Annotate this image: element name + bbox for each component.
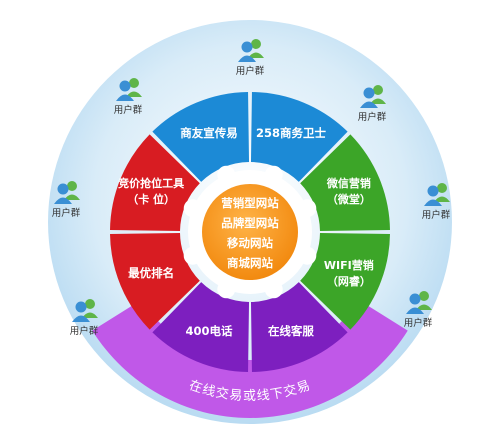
- user-group-label: 用户群: [404, 317, 433, 329]
- center-line-3: 移动网站: [227, 236, 273, 250]
- user-group-icon: [116, 78, 142, 101]
- segment-bottom-right: [250, 282, 348, 372]
- segment-label-right-lower-2: （网睿）: [327, 274, 371, 288]
- bottom-arc-band: [92, 299, 408, 418]
- user-group-mid-right: 用户群: [422, 183, 451, 221]
- segment-label-bottom-right: 在线客服: [268, 324, 314, 338]
- user-group-icon: [360, 85, 386, 108]
- user-group-icon: [54, 181, 80, 204]
- user-group-label: 用户群: [70, 325, 99, 337]
- segment-label-top-right: 258商务卫士: [256, 126, 327, 140]
- user-group-upper-right: 用户群: [358, 85, 387, 123]
- segment-bottom-left: [152, 282, 250, 372]
- user-group-label: 用户群: [358, 111, 387, 123]
- center-line-4: 商城网站: [227, 256, 273, 270]
- user-group-lower-left: 用户群: [70, 299, 99, 337]
- center-line-2: 品牌型网站: [221, 216, 279, 230]
- user-group-top: 用户群: [236, 39, 265, 77]
- center-ring-notch: [217, 165, 236, 184]
- user-group-label: 用户群: [114, 104, 143, 116]
- user-group-icon: [406, 291, 432, 314]
- user-group-mid-left: 用户群: [52, 181, 81, 219]
- center-circle: [202, 184, 298, 280]
- center-line-1: 营销型网站: [221, 196, 279, 210]
- segment-label-right-upper-2: （微堂）: [327, 192, 371, 206]
- user-group-label: 用户群: [52, 207, 81, 219]
- segment-top-left: [152, 92, 250, 182]
- segment-left-lower: [110, 232, 200, 330]
- center-ring-notch: [183, 246, 202, 265]
- center-ring-notch: [264, 280, 283, 299]
- segment-right-upper: [300, 134, 390, 232]
- segment-label-left-upper-2: （卡 位）: [127, 192, 175, 206]
- user-group-upper-left: 用户群: [114, 78, 143, 116]
- segment-label-left-upper-1: 竞价抢位工具: [118, 176, 184, 190]
- segment-right-lower: [300, 232, 390, 330]
- segment-label-right-upper-1: 微信营销: [326, 176, 371, 190]
- user-group-icon: [424, 183, 450, 206]
- center-ring-notch: [298, 246, 317, 265]
- user-group-label: 用户群: [422, 209, 451, 221]
- segment-label-bottom-left: 400电话: [186, 324, 234, 338]
- segment-label-right-lower-1: WIFI营销: [324, 258, 374, 272]
- segment-top-right: [250, 92, 348, 182]
- center-ring-notch: [298, 199, 317, 218]
- user-group-lower-right: 用户群: [404, 291, 433, 329]
- segment-left-upper: [110, 134, 200, 232]
- user-group-icon: [72, 299, 98, 322]
- user-group-icon: [238, 39, 264, 62]
- center-ring-notch: [264, 165, 283, 184]
- user-group-label: 用户群: [236, 65, 265, 77]
- center-ring-notch: [217, 280, 236, 299]
- center-ring-notch: [183, 199, 202, 218]
- user-groups: 用户群用户群用户群用户群用户群用户群用户群: [52, 39, 451, 337]
- segment-label-top-left: 商友宣传易: [180, 126, 238, 140]
- segment-label-left-lower: 最优排名: [128, 266, 174, 280]
